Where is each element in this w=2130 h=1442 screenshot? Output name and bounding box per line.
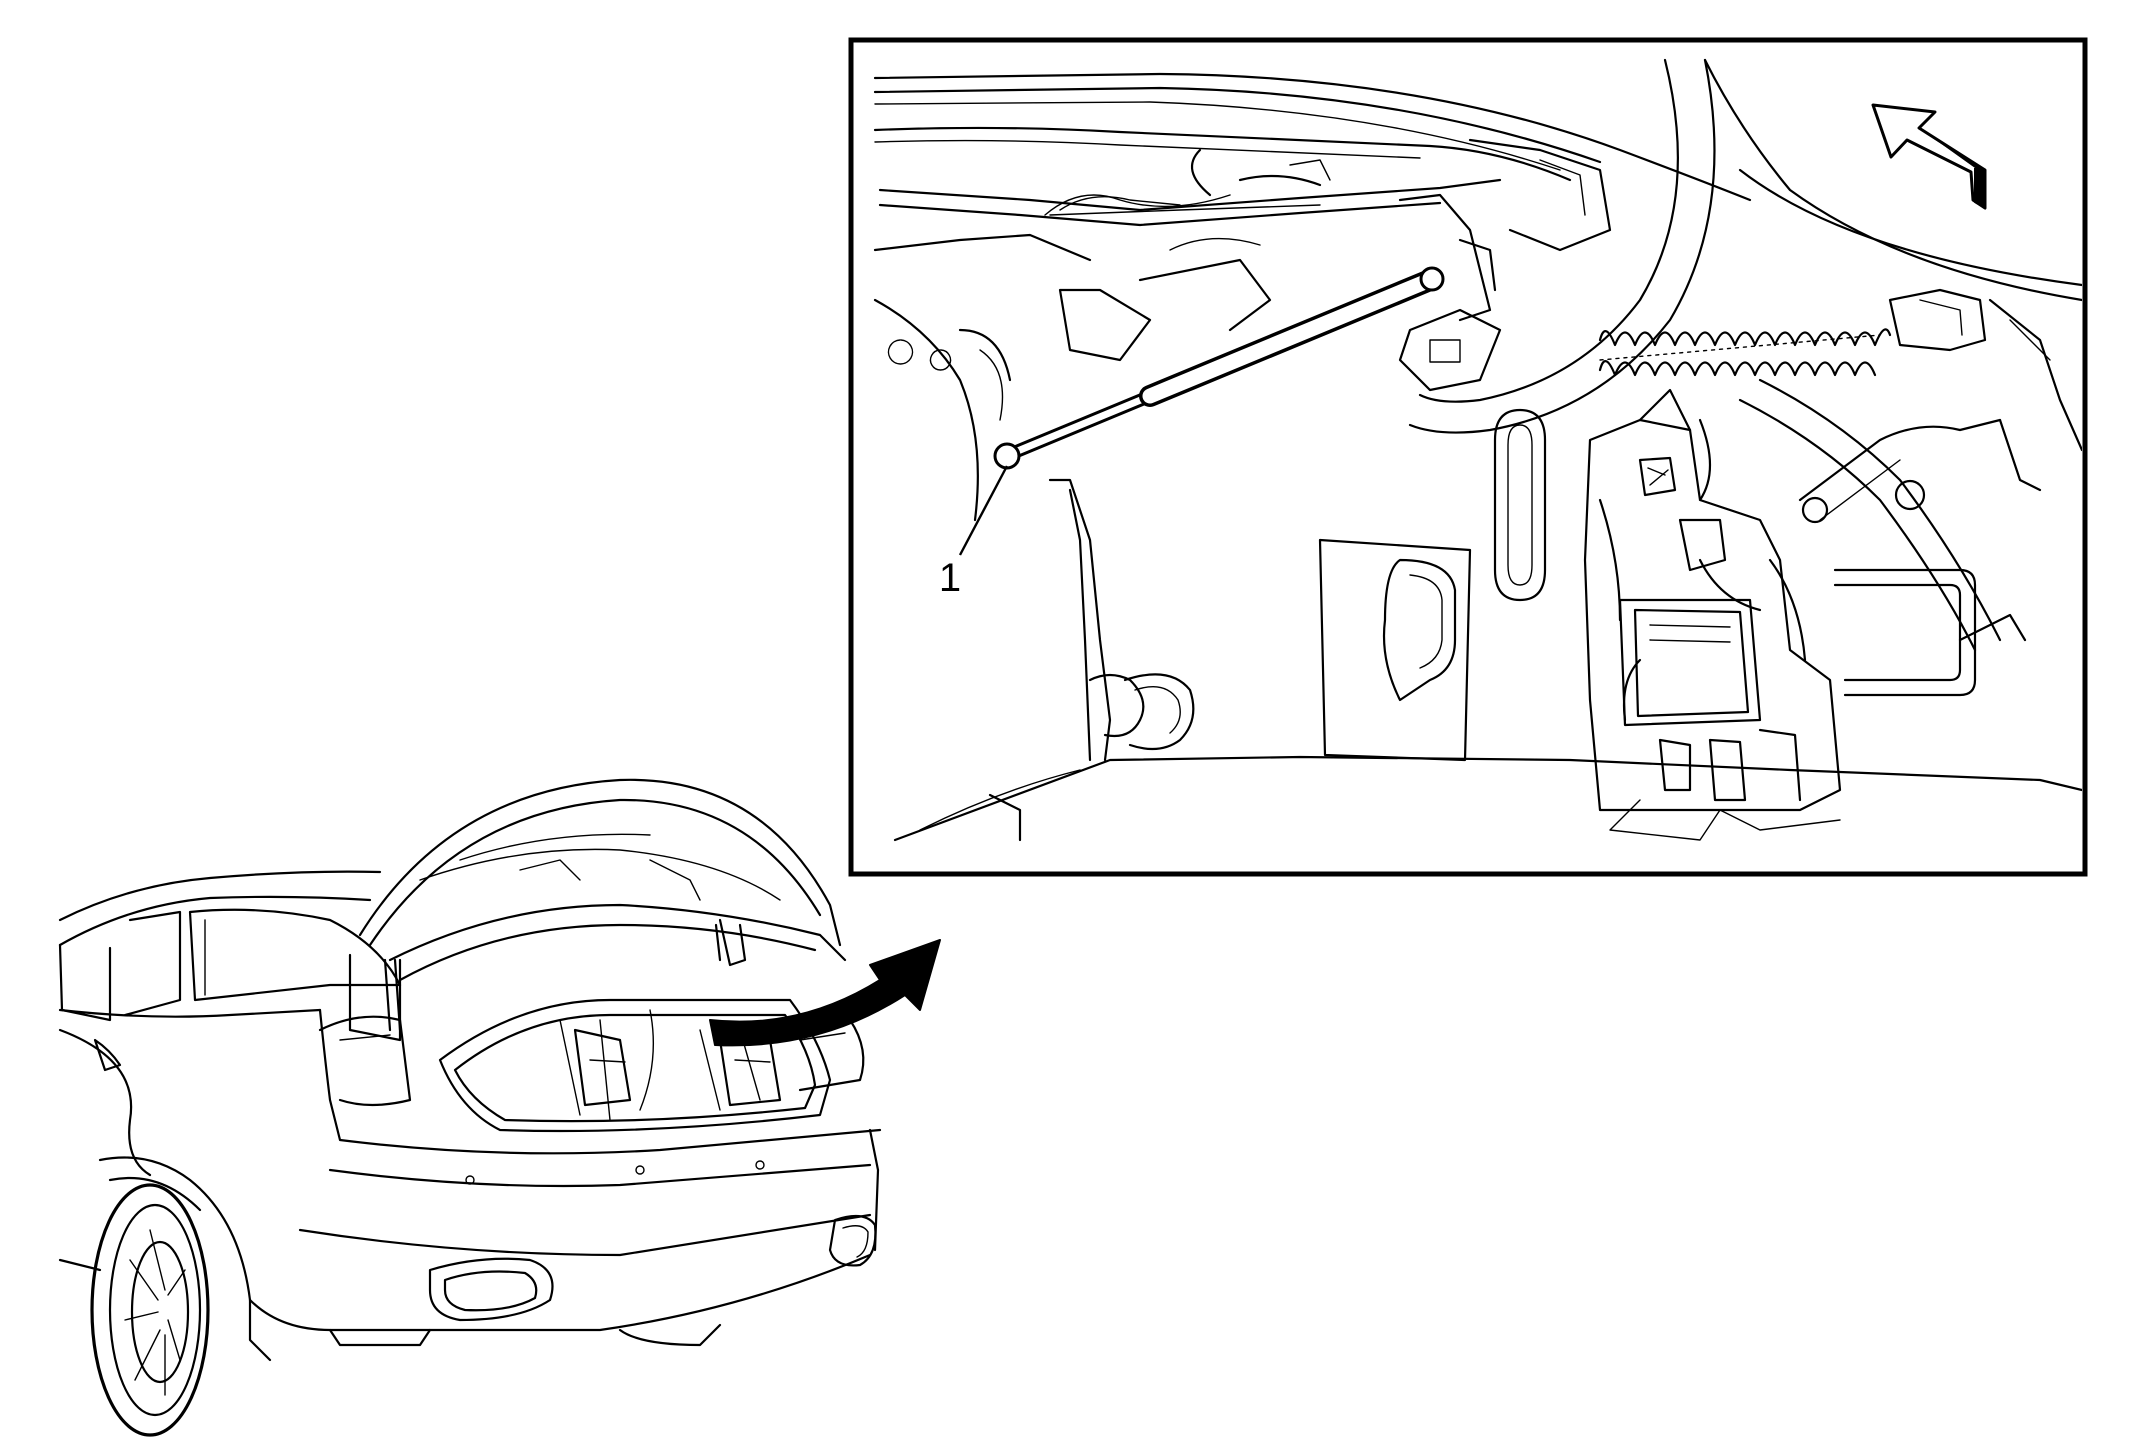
detail-inset-frame xyxy=(848,37,2088,877)
electronic-module-assembly xyxy=(1583,388,1842,841)
zoom-arrow-icon xyxy=(709,939,941,1047)
vehicle-overview xyxy=(58,778,941,1437)
inner-trunk-panels xyxy=(893,408,2082,842)
detail-inset: 1 xyxy=(848,37,2088,877)
direction-arrow-icon xyxy=(1871,103,1987,210)
callout-1: 1 xyxy=(939,465,1009,600)
right-panel xyxy=(1738,298,2082,697)
gas-strut xyxy=(993,266,1445,470)
callout-label-1: 1 xyxy=(939,556,961,600)
upper-body-panel xyxy=(873,72,1752,522)
coiled-wire-harness xyxy=(1598,288,1987,377)
